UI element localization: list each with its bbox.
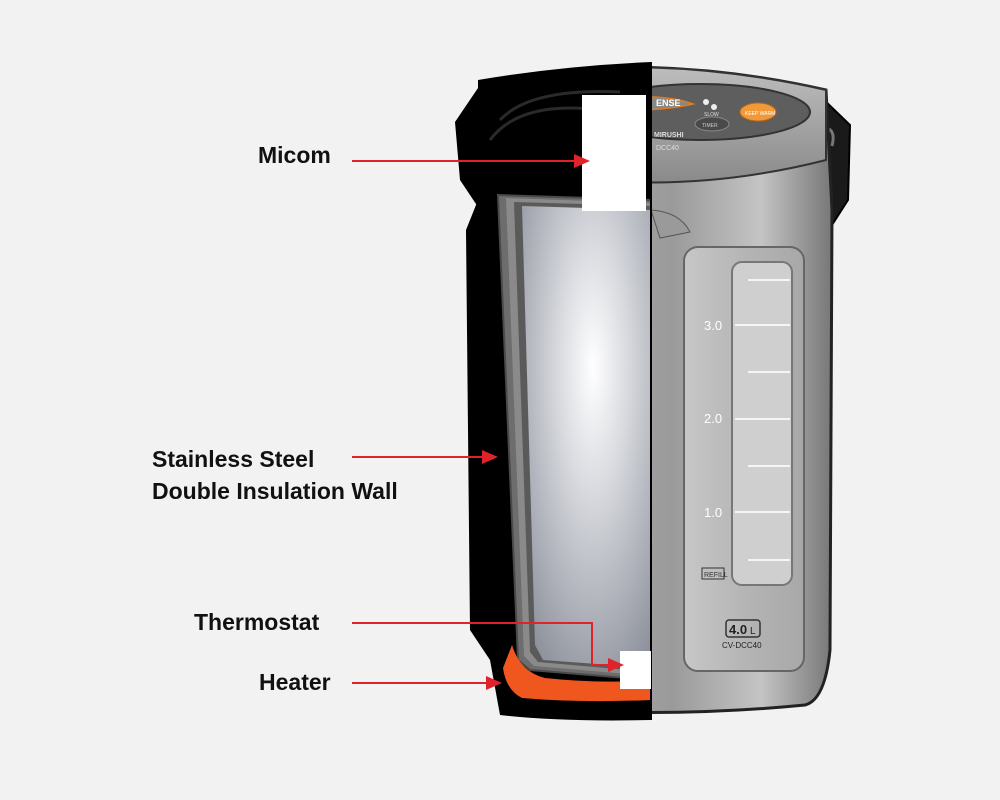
indicator-light-1 <box>703 99 709 105</box>
model-number: CV-DCC40 <box>722 641 762 650</box>
indicator-label: SLOW <box>704 112 719 118</box>
capacity-number: 4.0 <box>729 622 747 637</box>
micom-chip <box>582 95 646 211</box>
timer-button[interactable] <box>694 116 730 132</box>
brand-subtext: MIRUSHI <box>654 132 684 139</box>
thermostat-arrow <box>352 622 618 666</box>
gauge-mark-3: 3.0 <box>704 318 722 333</box>
keep-warm-button-label: KEEP WARM <box>745 111 775 117</box>
panel-model-text: DCC40 <box>656 145 679 152</box>
heater-label: Heater <box>259 669 331 695</box>
gauge-mark-1: 1.0 <box>704 505 722 520</box>
refill-mark: REFILL <box>704 572 728 579</box>
thermostat-chip <box>620 651 651 689</box>
brand-text: ENSE <box>656 98 681 108</box>
capacity-unit: L <box>750 626 756 637</box>
heater-plate <box>503 645 651 702</box>
cutaway-shell <box>466 62 651 721</box>
wall-label-line2: Double Insulation Wall <box>152 478 398 504</box>
indicator-light-2 <box>711 104 717 110</box>
timer-button-label: TIMER <box>702 123 718 129</box>
micom-label: Micom <box>258 142 331 168</box>
gauge-mark-2: 2.0 <box>704 411 722 426</box>
refill-mark-box <box>701 567 725 580</box>
exterior-metal-body <box>651 66 834 714</box>
thermostat-label: Thermostat <box>194 609 320 635</box>
left-handle <box>455 88 485 210</box>
wall-label-line1: Stainless Steel <box>152 446 315 472</box>
inner-chamber <box>522 206 651 668</box>
keep-warm-button[interactable] <box>739 102 777 122</box>
